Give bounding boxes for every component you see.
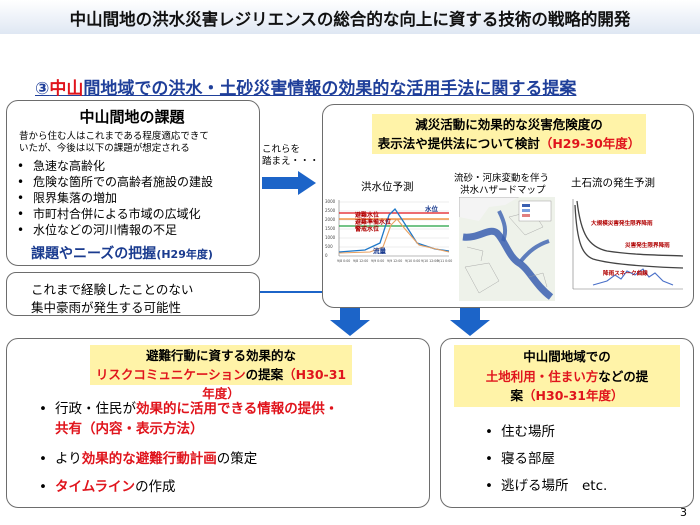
down-arrow-left-icon xyxy=(330,308,370,336)
subtitle-rest: 間地域での洪水・土砂災害情報の効果的な活用手法に関する提案 xyxy=(83,79,577,99)
land-use-item: 住む場所 xyxy=(485,419,607,446)
fig2-label-1: 流砂・河床変動を伴う xyxy=(454,173,550,184)
fig2-label-2: 洪水ハザードマップ xyxy=(460,185,546,196)
risk-item: より効果的な避難行動計画の策定 xyxy=(39,449,338,469)
risk-communication-box: 避難行動に資する効果的な リスクコミュニケーションの提案（H30-31年度） 行… xyxy=(6,338,430,508)
section-subtitle: ③中山間地域での洪水・土砂災害情報の効果的な活用手法に関する提案 xyxy=(35,74,576,99)
study-head-1: 減災活動に効果的な災害危険度の xyxy=(415,117,603,132)
risk-head-2-red: リスクコミュニケーション xyxy=(95,367,246,382)
risk-item-text: より xyxy=(55,451,82,467)
title-bar xyxy=(0,0,700,34)
study-highlight: 減災活動に効果的な災害危険度の 表示法や提供法について検討（H29-30年度） xyxy=(372,114,646,154)
land-use-highlight: 中山間地域での 土地利用・住まい方などの提 案（H30-31年度） xyxy=(454,345,680,407)
fig3-label: 土石流の発生予測 xyxy=(571,177,655,189)
experience-line: これまで経験したことのない xyxy=(31,282,194,297)
fig1-label: 洪水位予測 xyxy=(361,181,414,193)
page-number: 3 xyxy=(680,506,687,519)
land-head-2-post: などの提 xyxy=(598,368,649,384)
issue-item: 急速な高齢化 xyxy=(17,158,213,174)
x-tick-label: 9/9 12:00 xyxy=(387,259,402,263)
legend-evac-level: 避難水位 xyxy=(354,211,379,219)
level-series-label: 水位 xyxy=(425,204,439,213)
flow-series-label: 流量 xyxy=(373,246,387,255)
fig3-line-label: 降雨スネーク曲線 xyxy=(603,269,648,277)
risk-item: タイムラインの作成 xyxy=(39,477,338,497)
study-head-2: 表示法や提供法について検討（H29-30年度） xyxy=(372,134,646,153)
y-tick-label: 1000 xyxy=(325,235,336,240)
fig3-line-label: 大規模災害発生限界降雨 xyxy=(591,219,653,227)
issue-item: 市町村合併による市域の広域化 xyxy=(17,206,213,222)
issues-list: 急速な高齢化 危険な箇所での高齢者施設の建設 限界集落の増加 市町村合併による市… xyxy=(17,158,213,238)
x-tick-label: 9/10 0:00 xyxy=(405,259,420,263)
x-tick-label: 9/11 0:00 xyxy=(437,259,452,263)
y-tick-label: 1500 xyxy=(325,226,336,231)
down-arrow-right-icon xyxy=(450,308,490,336)
conclusion-year: (H29年度) xyxy=(156,248,213,261)
risk-year: （H30-31年度） xyxy=(202,367,347,401)
y-tick-label: 3000 xyxy=(325,199,336,204)
land-use-item: 寝る部屋 xyxy=(485,446,607,473)
conclusion-text: 課題やニーズの把握 xyxy=(31,246,157,262)
experience-line: 集中豪雨が発生する可能性 xyxy=(31,300,182,315)
risk-list: 行政・住民が効果的に活用できる情報の提供・共有（内容・表示方法） より効果的な避… xyxy=(39,399,339,497)
land-head-2: 土地利用・住まい方などの提 xyxy=(454,367,680,387)
arrow-note-line: これらを xyxy=(262,144,301,155)
risk-item-text: の策定 xyxy=(216,451,258,467)
right-arrow-icon xyxy=(262,171,316,195)
land-use-list: 住む場所 寝る部屋 逃げる場所 etc. xyxy=(485,419,607,500)
hazard-map-image xyxy=(459,197,555,301)
risk-item-text: の作成 xyxy=(135,479,176,495)
land-head-1: 中山間地域での xyxy=(523,349,611,364)
legend-prep-level: 避難準備水位 xyxy=(354,218,391,226)
issues-desc-1: 昔から住む人はこれまである程度適応できて xyxy=(19,131,209,142)
issues-box: 中山間地の課題 昔から住む人はこれまである程度適応できて いたが、今後は以下の課… xyxy=(6,100,260,266)
issues-title: 中山間地の課題 xyxy=(79,108,185,126)
x-tick-label: 9/10 12:00 xyxy=(421,259,438,263)
issue-item: 限界集落の増加 xyxy=(17,190,213,206)
x-tick-label: 9/9 0:00 xyxy=(371,259,384,263)
issue-item: 危険な箇所での高齢者施設の建設 xyxy=(17,174,213,190)
study-year: （H29-30年度） xyxy=(539,136,641,151)
page-title: 中山間地の洪水災害レジリエンスの総合的な向上に資する技術の戦略的開発 xyxy=(69,10,631,29)
risk-item-text: 行政・住民が xyxy=(55,401,136,417)
subtitle-number: ③ xyxy=(35,79,50,99)
experience-box: これまで経験したことのない 集中豪雨が発生する可能性 xyxy=(6,272,260,316)
fig3-line-label: 災害発生限界降雨 xyxy=(625,241,670,249)
experience-arrow-icon xyxy=(260,291,322,293)
legend-warn-level: 警戒水位 xyxy=(354,225,379,233)
land-year: （H30-31年度） xyxy=(523,388,624,403)
subtitle-accent: 中山 xyxy=(49,79,84,99)
study-head-2-text: 表示法や提供法について検討 xyxy=(377,136,540,151)
risk-item-red: 効果的な避難行動計画 xyxy=(81,451,217,467)
risk-item-red: タイムライン xyxy=(55,479,136,495)
y-tick-label: 2000 xyxy=(325,217,336,222)
land-use-box: 中山間地域での 土地利用・住まい方などの提 案（H30-31年度） 住む場所 寝… xyxy=(440,338,694,508)
study-box: 減災活動に効果的な災害危険度の 表示法や提供法について検討（H29-30年度） … xyxy=(322,104,694,308)
risk-item-red: 共有（内容・表示方法） xyxy=(55,421,204,437)
x-tick-label: 9/8 12:00 xyxy=(353,259,368,263)
y-tick-label: 2500 xyxy=(325,208,336,213)
risk-head-1: 避難行動に資する効果的な xyxy=(145,348,296,363)
issue-item: 水位などの河川情報の不足 xyxy=(17,222,213,238)
risk-head-2: リスクコミュニケーションの提案（H30-31年度） xyxy=(90,365,352,403)
land-head-3-text: 案 xyxy=(510,388,524,403)
issues-desc-2: いたが、今後は以下の課題が想定される xyxy=(19,143,190,154)
risk-item-red: 効果的に活用できる情報の提供・ xyxy=(136,401,339,417)
debris-flow-chart: 大規模災害発生限界降雨 災害発生限界降雨 降雨スネーク曲線 xyxy=(563,195,687,301)
risk-highlight: 避難行動に資する効果的な リスクコミュニケーションの提案（H30-31年度） xyxy=(90,345,352,401)
land-head-2-red: 土地利用・住まい方 xyxy=(485,368,599,384)
risk-item: 行政・住民が効果的に活用できる情報の提供・共有（内容・表示方法） xyxy=(39,399,339,439)
land-head-3: 案（H30-31年度） xyxy=(454,386,680,406)
land-use-item: 逃げる場所 etc. xyxy=(485,473,607,500)
issues-conclusion: 課題やニーズの把握(H29年度) xyxy=(31,243,213,263)
arrow-note: これらを 踏まえ・・・ xyxy=(262,144,319,168)
y-tick-label: 500 xyxy=(325,244,333,249)
risk-head-2-b: の提案 xyxy=(245,367,284,382)
y-tick-label: 0 xyxy=(325,253,328,258)
arrow-note-line: 踏まえ・・・ xyxy=(262,156,320,167)
x-tick-label: 9/8 0:00 xyxy=(337,259,350,263)
water-level-chart: 3000 2500 2000 1500 1000 500 0 避難水位 避難準備… xyxy=(325,195,453,267)
